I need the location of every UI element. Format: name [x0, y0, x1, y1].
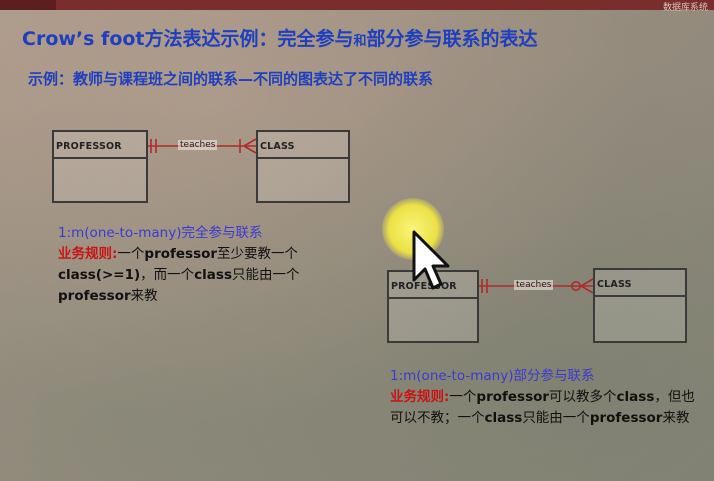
- rule-2-seg4: 只能由一个: [522, 410, 590, 426]
- entity-class-1-name: CLASS: [258, 132, 348, 159]
- entity-professor-1: PROFESSOR: [52, 130, 148, 203]
- rule-1-seg1: 一个: [117, 246, 145, 262]
- entity-class-2: CLASS: [593, 268, 687, 343]
- rule-2-b1: professor: [476, 389, 550, 405]
- description-2: 1:m(one-to-many)部分参与联系 业务规则:一个professor可…: [390, 366, 696, 429]
- rule-label-1: 业务规则:: [58, 246, 118, 262]
- entity-professor-2: PROFESSOR: [387, 270, 479, 343]
- rule-1-seg3: ，而一个: [140, 267, 195, 283]
- relationship-label-1: teaches: [178, 140, 218, 150]
- rule-2-b3: class: [484, 410, 523, 426]
- rule-1-seg5: 来教: [130, 288, 158, 304]
- rule-1-b2: class(>=1): [58, 267, 141, 283]
- rule-2-seg3: ，但也可以不教；一个: [390, 389, 695, 426]
- entity-professor-1-name: PROFESSOR: [54, 132, 146, 159]
- rule-1-b1: professor: [144, 246, 218, 262]
- relationship-label-2: teaches: [514, 280, 554, 290]
- entity-class-2-name: CLASS: [595, 270, 685, 297]
- mouse-pointer-icon: [412, 230, 450, 290]
- slide-subtitle: 示例：教师与课程班之间的联系—不同的图表达了不同的联系: [28, 70, 434, 88]
- rule-2-seg2: 可以教多个: [549, 389, 617, 405]
- slide-title: Crow’s foot方法表达示例：完全参与和部分参与联系的表达: [22, 24, 538, 51]
- description-1-rule: 业务规则:一个professor至少要教一个class(>=1)，而一个clas…: [58, 244, 364, 307]
- description-1: 1:m(one-to-many)完全参与联系 业务规则:一个professor至…: [58, 223, 364, 307]
- rule-1-b3: class: [194, 267, 232, 283]
- rule-2-b2: class: [616, 389, 655, 405]
- top-bar-tab: [0, 0, 56, 10]
- title-part2: 部分参与联系的表达: [366, 28, 538, 50]
- description-2-rule: 业务规则:一个professor可以教多个class，但也可以不教；一个clas…: [390, 387, 696, 429]
- rule-2-seg5: 来教: [662, 410, 690, 426]
- rule-1-b4: professor: [58, 288, 131, 304]
- description-2-heading: 1:m(one-to-many)部分参与联系: [390, 368, 595, 384]
- corner-text: 数据库系统: [662, 3, 708, 13]
- rule-2-seg1: 一个: [449, 389, 477, 405]
- entity-professor-2-name: PROFESSOR: [389, 272, 477, 299]
- title-part1: Crow’s foot方法表达示例：完全参与: [22, 28, 354, 50]
- rule-1-seg2: 至少要教一个: [217, 246, 299, 262]
- rule-2-b4: professor: [589, 410, 663, 426]
- title-small: 和: [353, 34, 367, 49]
- top-bar: [0, 0, 714, 10]
- rule-1-seg4: 只能由一个: [231, 267, 300, 283]
- description-1-heading: 1:m(one-to-many)完全参与联系: [58, 225, 263, 241]
- entity-class-1: CLASS: [256, 130, 350, 203]
- rule-label-2: 业务规则:: [390, 389, 450, 405]
